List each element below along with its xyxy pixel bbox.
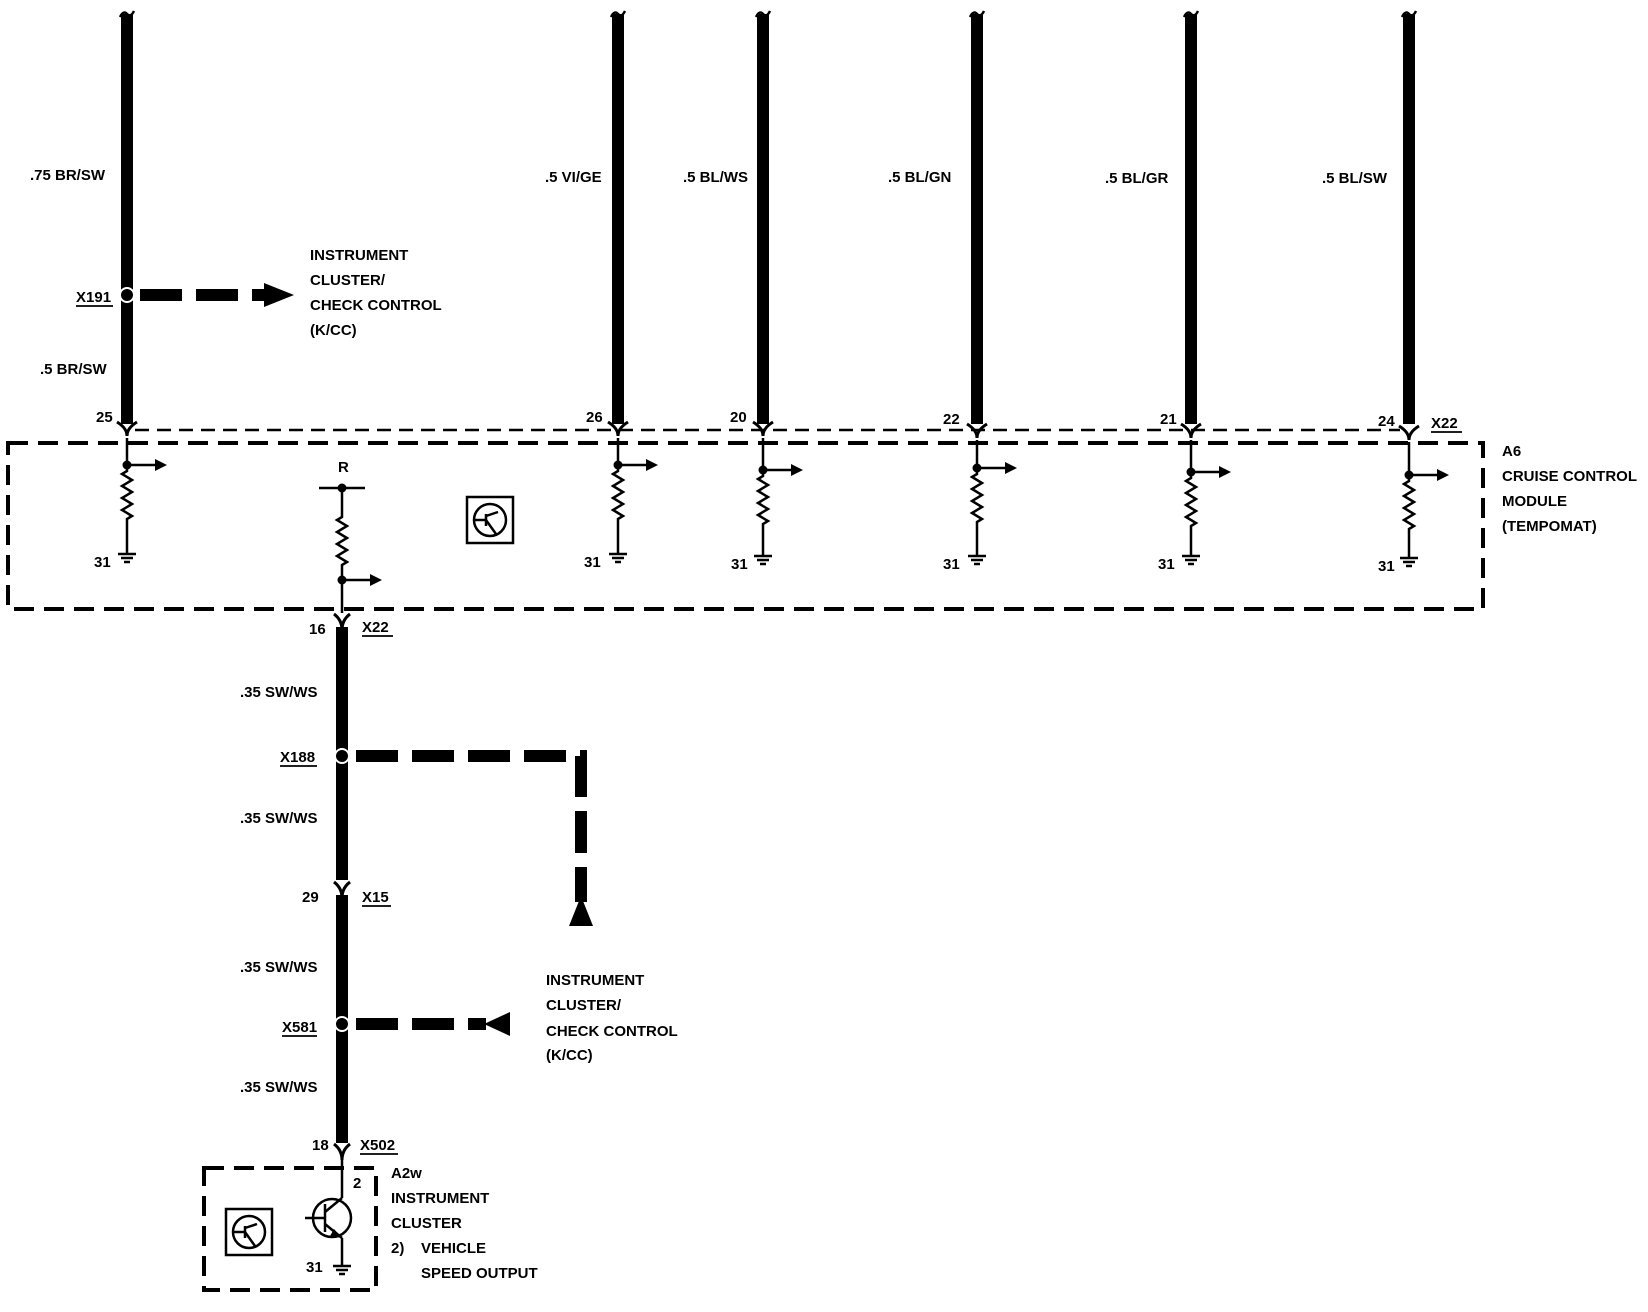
svg-text:16: 16 bbox=[309, 621, 326, 638]
module-sensor-icon bbox=[465, 495, 515, 545]
wire-pin: 21 bbox=[1160, 411, 1177, 428]
vss-wire-label-1: .35 SW/WS bbox=[240, 684, 318, 701]
ref-label-r: R bbox=[338, 459, 349, 476]
vss-pin-16: 16 X22 bbox=[309, 619, 393, 638]
svg-text:2): 2) bbox=[391, 1240, 404, 1257]
svg-text:X22: X22 bbox=[362, 619, 389, 636]
wire-label: .5 BL/WS bbox=[683, 169, 748, 186]
splice-x191: X191 bbox=[76, 283, 294, 307]
wire-pin: 24 bbox=[1378, 413, 1395, 430]
svg-text:(TEMPOMAT): (TEMPOMAT) bbox=[1502, 518, 1597, 535]
svg-text:X188: X188 bbox=[280, 749, 315, 766]
cluster-a2w-label: A2w INSTRUMENT CLUSTER 2) VEHICLE SPEED … bbox=[391, 1165, 538, 1282]
wire-pin-26: .5 VI/GE 26 bbox=[545, 9, 630, 438]
svg-text:CLUSTER: CLUSTER bbox=[391, 1215, 462, 1232]
svg-text:29: 29 bbox=[302, 889, 319, 906]
wire-pin-24: .5 BL/SW 24 bbox=[1322, 9, 1421, 442]
wire-pin: 26 bbox=[586, 409, 603, 426]
wire-label: .5 BL/GR bbox=[1105, 170, 1169, 187]
vss-pin-29: 29 X15 bbox=[302, 889, 391, 907]
x191-target-label: INSTRUMENT CLUSTER/ CHECK CONTROL (K/CC) bbox=[310, 247, 442, 339]
svg-text:INSTRUMENT: INSTRUMENT bbox=[391, 1190, 489, 1207]
svg-text:(K/CC): (K/CC) bbox=[310, 322, 357, 339]
splice-x581: X581 bbox=[282, 1012, 510, 1037]
wire-pin-25: .75 BR/SW .5 BR/SW 25 bbox=[30, 9, 139, 438]
cluster-sensor-icon bbox=[224, 1207, 274, 1257]
cluster-pin-label: 2 bbox=[353, 1175, 361, 1192]
module-output-stage: R bbox=[319, 459, 384, 613]
ground-label: 31 bbox=[943, 556, 960, 573]
vss-wire-label-4: .35 SW/WS bbox=[240, 1079, 318, 1096]
svg-text:INSTRUMENT: INSTRUMENT bbox=[310, 247, 408, 264]
svg-text:CLUSTER/: CLUSTER/ bbox=[310, 272, 386, 289]
module-a6-label: A6 CRUISE CONTROL MODULE (TEMPOMAT) bbox=[1502, 443, 1637, 535]
svg-text:X581: X581 bbox=[282, 1019, 317, 1036]
svg-text:X502: X502 bbox=[360, 1137, 395, 1154]
svg-text:X22: X22 bbox=[1431, 415, 1458, 432]
connector-x22-top: X22 bbox=[1431, 415, 1462, 433]
svg-text:A2w: A2w bbox=[391, 1165, 422, 1182]
ground-label: 31 bbox=[731, 556, 748, 573]
splice-x191-label: X191 bbox=[76, 289, 111, 306]
svg-text:MODULE: MODULE bbox=[1502, 493, 1567, 510]
wire-pin: 22 bbox=[943, 411, 960, 428]
ground-label: 31 bbox=[1378, 558, 1395, 575]
wire-label: .5 BL/GN bbox=[888, 169, 951, 186]
wire-pin-21: .5 BL/GR 21 bbox=[1105, 9, 1203, 440]
vss-wire bbox=[332, 612, 352, 1162]
wire-label: .5 BL/SW bbox=[1322, 170, 1388, 187]
wire-pin: 20 bbox=[730, 409, 747, 426]
svg-text:X15: X15 bbox=[362, 889, 389, 906]
module-input-22: 31 bbox=[943, 440, 1019, 573]
svg-text:(K/CC): (K/CC) bbox=[546, 1047, 593, 1064]
svg-text:CHECK CONTROL: CHECK CONTROL bbox=[310, 297, 442, 314]
svg-text:CLUSTER/: CLUSTER/ bbox=[546, 997, 622, 1014]
svg-text:CRUISE CONTROL: CRUISE CONTROL bbox=[1502, 468, 1637, 485]
wire-pin-20: .5 BL/WS 20 bbox=[683, 9, 775, 438]
svg-text:VEHICLE: VEHICLE bbox=[421, 1240, 486, 1257]
left-wire-upper-label: .75 BR/SW bbox=[30, 167, 106, 184]
svg-text:SPEED OUTPUT: SPEED OUTPUT bbox=[421, 1265, 538, 1282]
svg-text:A6: A6 bbox=[1502, 443, 1521, 460]
cruise-control-module-box bbox=[6, 441, 1485, 611]
vss-pin-18: 18 X502 bbox=[312, 1137, 398, 1155]
ground-label: 31 bbox=[1158, 556, 1175, 573]
svg-text:INSTRUMENT: INSTRUMENT bbox=[546, 972, 644, 989]
ground-label: 31 bbox=[94, 554, 111, 571]
vss-wire-label-3: .35 SW/WS bbox=[240, 959, 318, 976]
ground-label: 31 bbox=[584, 554, 601, 571]
vss-wire-label-2: .35 SW/WS bbox=[240, 810, 318, 827]
instrument-cluster-box bbox=[202, 1166, 378, 1292]
wire-pin-22: .5 BL/GN 22 bbox=[888, 9, 989, 440]
left-wire-pin-label: 25 bbox=[96, 409, 113, 426]
wire-label: .5 VI/GE bbox=[545, 169, 602, 186]
module-input-20: 31 bbox=[731, 438, 805, 573]
svg-text:18: 18 bbox=[312, 1137, 329, 1154]
module-input-25: 31 bbox=[94, 438, 169, 571]
svg-text:CHECK CONTROL: CHECK CONTROL bbox=[546, 1023, 678, 1040]
lower-target-label: INSTRUMENT CLUSTER/ CHECK CONTROL (K/CC) bbox=[546, 972, 678, 1064]
module-input-24: 31 bbox=[1378, 442, 1451, 575]
cluster-transistor: 2 31 bbox=[305, 1158, 361, 1276]
module-input-26: 31 bbox=[584, 438, 660, 571]
cluster-ground-label: 31 bbox=[306, 1259, 323, 1276]
splice-x188: X188 bbox=[280, 748, 593, 926]
module-input-21: 31 bbox=[1158, 440, 1233, 573]
left-wire-lower-label: .5 BR/SW bbox=[40, 361, 108, 378]
